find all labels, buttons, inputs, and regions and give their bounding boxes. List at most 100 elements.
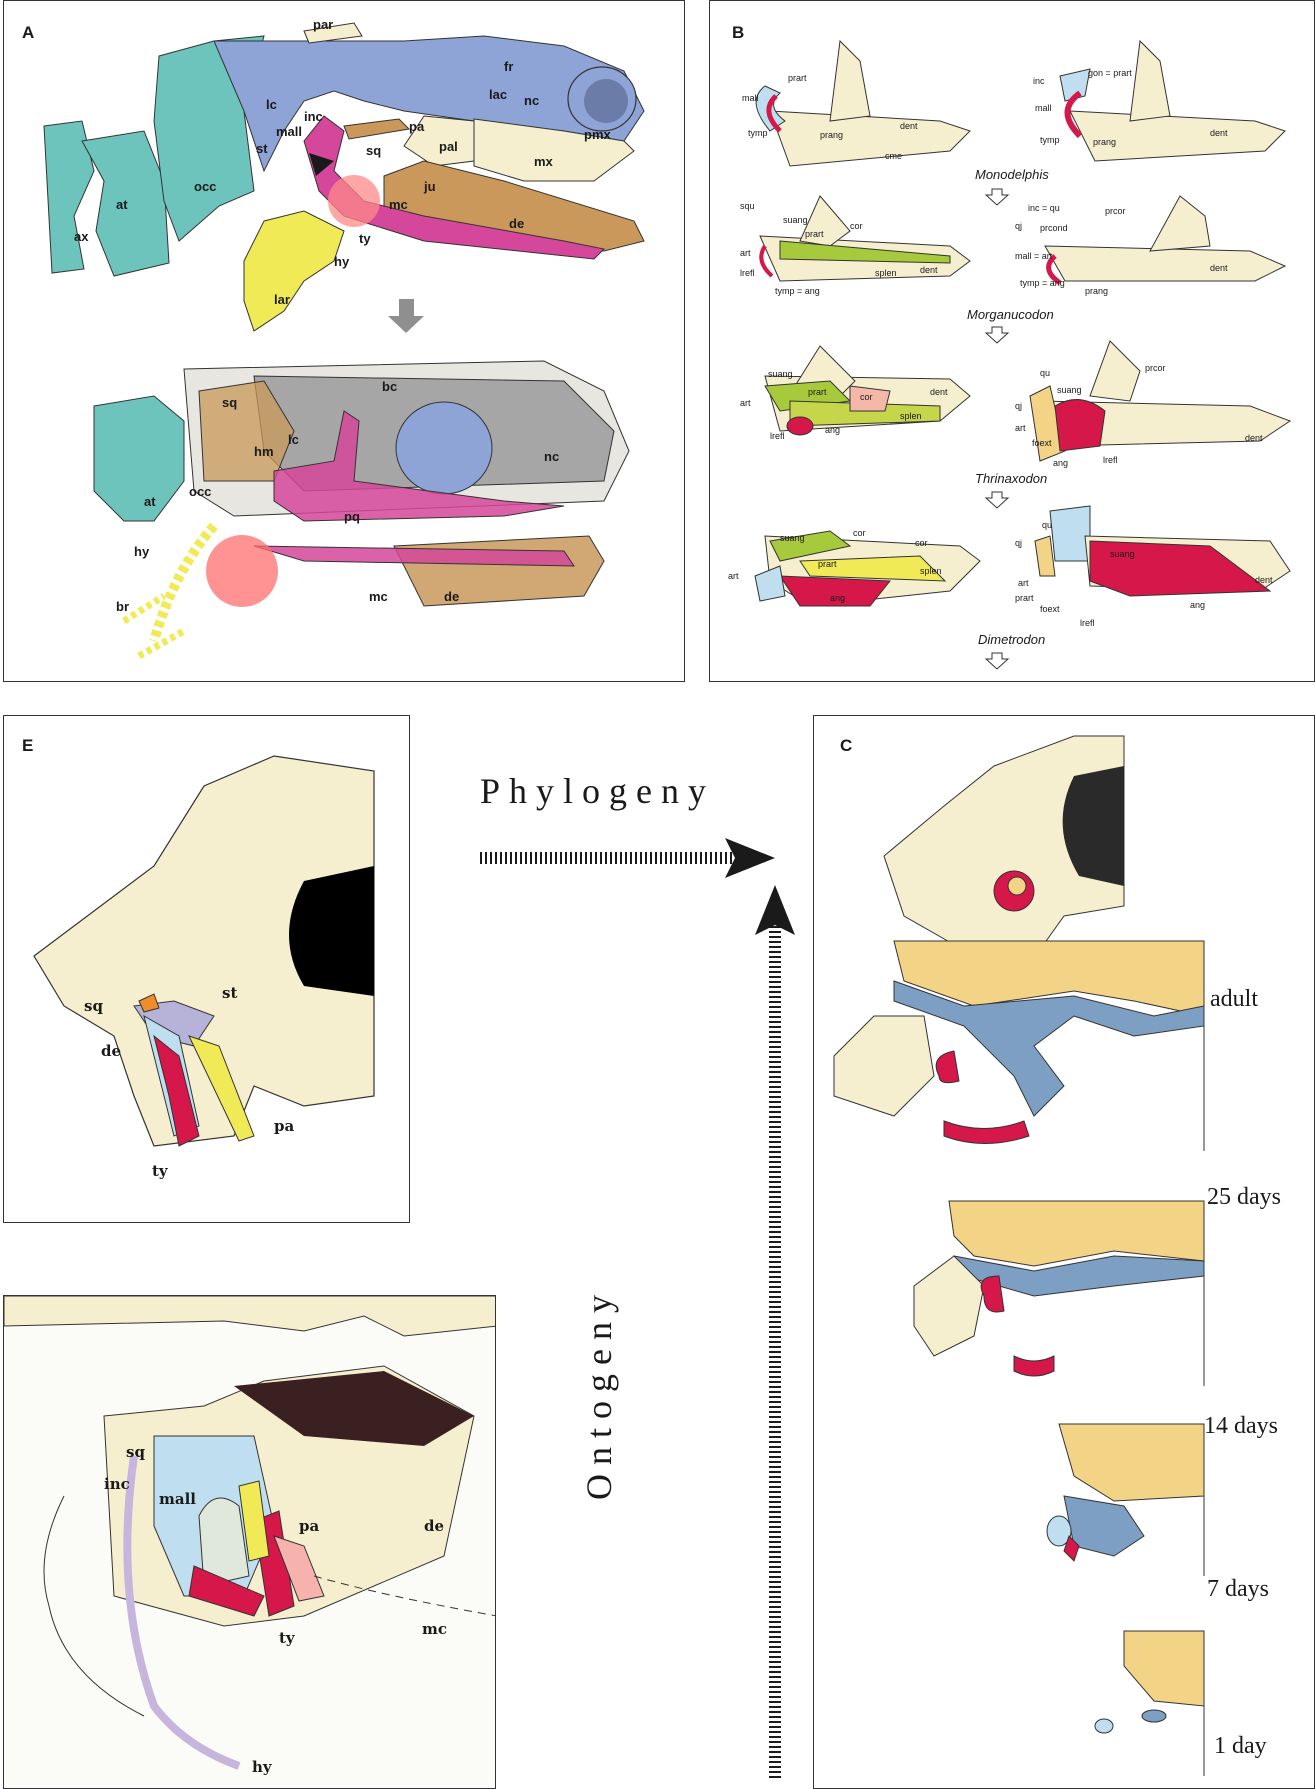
label-lc: lc: [266, 97, 277, 112]
b3r-foext: foext: [1032, 438, 1052, 448]
label-mc-b: mc: [369, 589, 388, 604]
panel-a-bottom-labels: sq bc lc hm occ nc at pq hy mc de br: [116, 379, 559, 614]
b2l-suang: suang: [783, 215, 808, 225]
b4r-suang: suang: [1110, 549, 1135, 559]
b4r-qu: qu: [1042, 520, 1052, 530]
d-label-inc: inc: [104, 1475, 130, 1493]
b4r-foext: foext: [1040, 604, 1060, 614]
label-at-b: at: [144, 494, 156, 509]
b3l-cor: cor: [860, 392, 873, 402]
b2l-cor: cor: [850, 221, 863, 231]
stage-25-days: 25 days: [1207, 1184, 1281, 1210]
b4l-cor2: cor: [915, 538, 928, 548]
b4r-prart: prart: [1015, 593, 1034, 603]
d-label-pa: pa: [299, 1517, 319, 1535]
b1l-prang: prang: [820, 130, 843, 140]
b4l-splen: splen: [920, 566, 942, 576]
label-mc: mc: [389, 197, 408, 212]
b3r-qu: qu: [1040, 368, 1050, 378]
label-sq-b: sq: [222, 395, 237, 410]
d-label-mc: mc: [422, 1620, 447, 1638]
stage-1-day: 1 day: [1214, 1733, 1267, 1759]
panel-c-drawing: [833, 735, 1205, 1776]
label-at: at: [116, 197, 128, 212]
b3r-lrefl: lrefl: [1103, 455, 1118, 465]
b2r-inc-qu: inc = qu: [1028, 203, 1060, 213]
phylogeny-title: Phylogeny: [480, 771, 716, 811]
label-hy-b: hy: [134, 544, 150, 559]
label-mall: mall: [276, 124, 302, 139]
label-lar: lar: [274, 292, 290, 307]
label-br: br: [116, 599, 129, 614]
b2r-qj: qj: [1015, 221, 1022, 231]
b1l-dent: dent: [900, 121, 918, 131]
label-occ: occ: [194, 179, 216, 194]
panel-b-drawing: prart mall tymp prang dent cme inc gon =…: [728, 39, 1292, 670]
label-pmx: pmx: [584, 127, 612, 142]
b4r-dent: dent: [1255, 575, 1273, 585]
b2r-prcond: prcond: [1040, 223, 1068, 233]
b4l-ang: ang: [830, 593, 845, 603]
label-de-b: de: [444, 589, 459, 604]
b1r-mall: mall: [1035, 103, 1052, 113]
b2l-tymp-ang: tymp = ang: [775, 286, 820, 296]
b3r-dent: dent: [1245, 433, 1263, 443]
label-nc-b: nc: [544, 449, 559, 464]
d-label-mall: mall: [159, 1490, 196, 1508]
b4r-art: art: [1018, 578, 1029, 588]
reptile-skull: [93, 360, 630, 660]
e-label-pa: pa: [274, 1117, 294, 1135]
b4r-lrefl: lrefl: [1080, 618, 1095, 628]
jaw-row-3: suang art prart cor dent lrefl ang splen…: [740, 340, 1292, 509]
panel-letter-a: A: [22, 23, 35, 42]
panel-d-drawing: sq inc mall pa de mc ty hy: [4, 1296, 495, 1788]
b3r-ang: ang: [1053, 458, 1068, 468]
label-ty: ty: [359, 231, 371, 246]
b2r-prang: prang: [1085, 286, 1108, 296]
label-hm: hm: [254, 444, 274, 459]
b3l-lrefl: lrefl: [770, 431, 785, 441]
panel-a-drawing: par fr lc nc inc sq pa lac mall st pal o…: [43, 17, 645, 660]
b1l-cme: cme: [885, 151, 902, 161]
panel-b: B prart mall tymp prang dent cme inc gon…: [709, 0, 1315, 682]
label-lc-b: lc: [288, 432, 299, 447]
b2l-lrefl: lrefl: [740, 268, 755, 278]
label-de: de: [509, 216, 524, 231]
label-fr: fr: [504, 59, 513, 74]
b3l-art: art: [740, 398, 751, 408]
label-sq: sq: [366, 143, 381, 158]
b2l-dent: dent: [920, 265, 938, 275]
b3r-art: art: [1015, 423, 1026, 433]
label-pq: pq: [344, 509, 360, 524]
ontogeny-title: Ontogeny: [579, 1286, 619, 1500]
b1r-gon: gon = prart: [1088, 68, 1132, 78]
label-pa: pa: [409, 119, 425, 134]
taxon-dimetrodon: Dimetrodon: [978, 632, 1045, 647]
label-nc: nc: [524, 93, 539, 108]
e-label-ty: ty: [152, 1162, 169, 1180]
panel-c: C adult 25 days 14 days 7 days 1 d: [813, 715, 1315, 1789]
e-label-de: de: [101, 1042, 121, 1060]
label-inc: inc: [304, 109, 323, 124]
b3r-qj: qj: [1015, 401, 1022, 411]
b2r-mall-art: mall = art: [1015, 251, 1053, 261]
stage-adult: adult: [1210, 986, 1258, 1012]
b1r-dent: dent: [1210, 128, 1228, 138]
b3l-prart: prart: [808, 387, 827, 397]
b4l-suang: suang: [780, 533, 805, 543]
label-bc: bc: [382, 379, 397, 394]
b2l-art: art: [740, 248, 751, 258]
label-st: st: [256, 141, 268, 156]
label-lac: lac: [489, 87, 507, 102]
jaw-row-1: prart mall tymp prang dent cme inc gon =…: [742, 39, 1286, 206]
stage-7-days: 7 days: [1207, 1576, 1269, 1602]
b1r-inc: inc: [1033, 76, 1045, 86]
jaw-row-2: squ suang prart cor art lrefl tymp = ang…: [740, 195, 1287, 344]
b3l-ang: ang: [825, 425, 840, 435]
b4l-art: art: [728, 571, 739, 581]
stage-14-days: 14 days: [1204, 1413, 1278, 1439]
jaw-row-4: suang cor cor art prart splen ang qu qj …: [728, 505, 1291, 670]
b2r-tymp-ang: tymp = ang: [1020, 278, 1065, 288]
panel-letter-c: C: [840, 736, 853, 755]
b1l-mall: mall: [742, 93, 759, 103]
